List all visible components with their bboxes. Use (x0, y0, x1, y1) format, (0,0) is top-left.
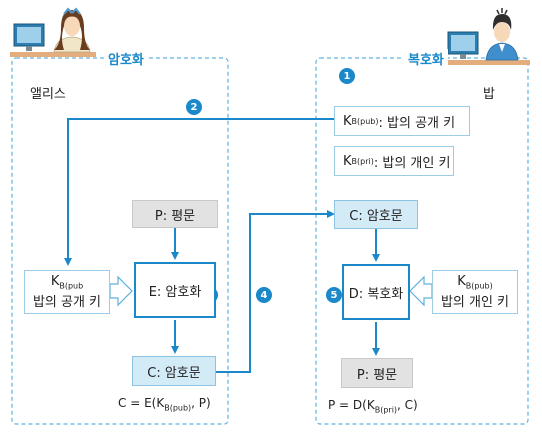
alice-key-input-arrow (109, 275, 133, 307)
step-5-marker: 5 (326, 287, 342, 303)
step-2-marker: 2 (186, 99, 202, 115)
formula-suffix: , C) (397, 398, 418, 412)
bob-private-key-input-box: KB(pub) 밥의 개인 키 (432, 270, 518, 314)
alice-ciphertext-box: C: 암호문 (132, 356, 216, 386)
step-4-marker: 4 (256, 287, 272, 303)
formula-prefix: C = E(K (118, 396, 165, 410)
key-subscript: B(pub) (465, 281, 493, 291)
formula-subscript: B(pri) (374, 405, 398, 415)
decrypt-box: D: 복호화 (342, 264, 410, 320)
key-description: : 밥의 공개 키 (378, 115, 456, 131)
alice-section-title: 암호화 (104, 49, 148, 68)
formula-subscript: B(pub) (164, 403, 192, 413)
key-label: KB(pub) (457, 273, 493, 295)
key-symbol: K (343, 153, 352, 169)
arrow-public-key-delivery (64, 118, 334, 266)
bob-ciphertext-box: C: 암호문 (334, 200, 418, 229)
key-symbol: K (457, 273, 466, 289)
key-description: 밥의 개인 키 (440, 295, 510, 311)
arrow-send-ciphertext (216, 210, 335, 373)
bob-avatar-icon (444, 8, 530, 65)
key-description: : 밥의 개인 키 (373, 155, 451, 171)
key-subscript: B(pri) (351, 156, 374, 166)
alice-plaintext-box: P: 평문 (132, 200, 218, 228)
bob-name: 밥 (483, 87, 495, 102)
alice-public-key-box: KB(pub 밥의 공개 키 (24, 270, 110, 314)
bob-plaintext-box: P: 평문 (341, 358, 413, 388)
bob-section-title: 복호화 (404, 49, 448, 68)
alice-name: 앨리스 (30, 87, 66, 102)
alice-frame (11, 57, 229, 425)
key-description: 밥의 공개 키 (32, 295, 102, 311)
formula-prefix: P = D(K (328, 398, 375, 412)
alice-avatar-icon (10, 7, 96, 57)
key-symbol: K (343, 113, 352, 129)
decryption-formula: P = D(KB(pri), C) (328, 398, 418, 414)
bob-key-input-arrow (409, 275, 433, 307)
key-label: KB(pub (51, 273, 83, 295)
key-symbol: K (50, 273, 60, 289)
key-subscript: B(pub) (351, 116, 379, 126)
encrypt-box: E: 암호화 (134, 262, 216, 318)
step-1-marker: 1 (339, 68, 355, 84)
key-subscript: B(pub (59, 281, 84, 291)
encryption-formula: C = E(KB(pub), P) (118, 396, 211, 412)
formula-suffix: , P) (191, 396, 211, 410)
